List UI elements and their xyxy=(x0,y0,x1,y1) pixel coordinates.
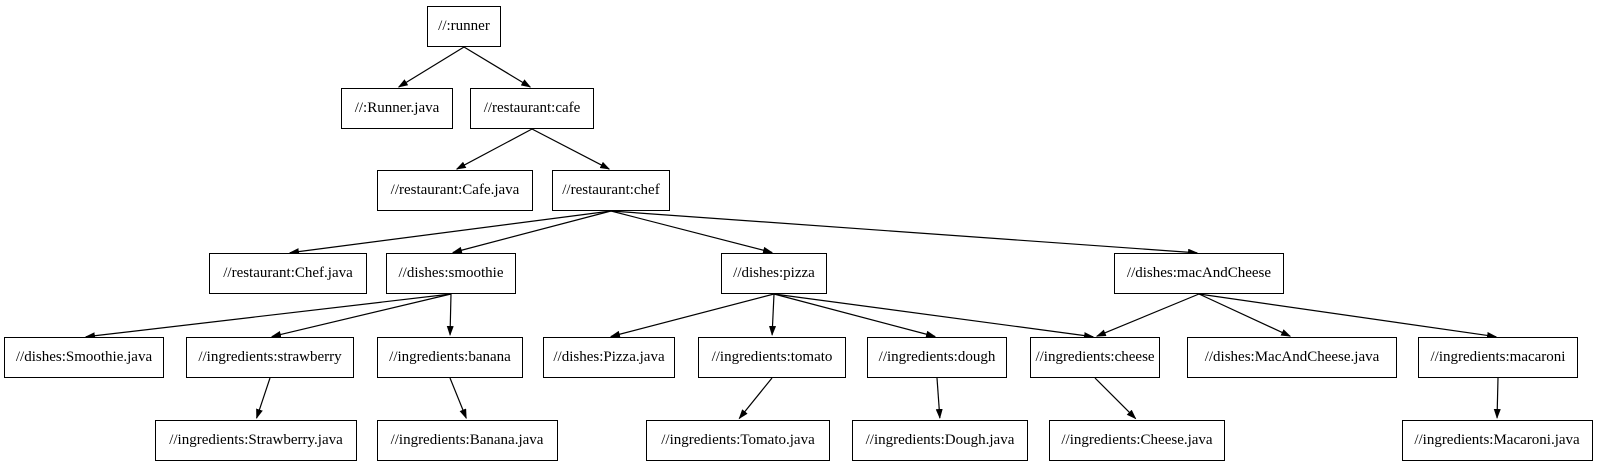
edge-runner-to-cafe xyxy=(463,46,532,88)
graph-node-smoothie-java: //dishes:Smoothie.java xyxy=(4,337,164,378)
graph-node-label: //ingredients:tomato xyxy=(711,349,833,365)
graph-node-label: //ingredients:Banana.java xyxy=(390,432,544,448)
graph-node-label: //ingredients:macaroni xyxy=(1430,349,1566,365)
edge-mac-and-cheese-to-cheese xyxy=(1095,293,1200,337)
graph-node-smoothie: //dishes:smoothie xyxy=(386,253,516,294)
graph-node-label: //dishes:smoothie xyxy=(398,265,504,281)
graph-node-dough-java: //ingredients:Dough.java xyxy=(852,420,1028,461)
graph-node-label: //ingredients:cheese xyxy=(1035,349,1155,365)
graph-node-label: //restaurant:cafe xyxy=(483,100,581,116)
edge-smoothie-to-strawberry xyxy=(270,293,452,338)
edge-chef-to-pizza xyxy=(610,210,774,254)
edge-tomato-to-tomato-java xyxy=(738,377,773,420)
graph-node-runner-java: //:Runner.java xyxy=(341,88,453,129)
edge-chef-to-smoothie xyxy=(451,210,612,254)
graph-node-label: //ingredients:Cheese.java xyxy=(1061,432,1213,448)
edge-cafe-to-chef xyxy=(531,128,611,170)
edge-cheese-to-cheese-java xyxy=(1094,377,1137,420)
graph-node-label: //ingredients:Tomato.java xyxy=(661,432,815,448)
graph-node-pizza: //dishes:pizza xyxy=(721,253,827,294)
graph-node-cafe: //restaurant:cafe xyxy=(470,88,594,129)
graph-node-label: //restaurant:Chef.java xyxy=(223,265,353,281)
graph-node-label: //dishes:pizza xyxy=(733,265,815,281)
graph-node-label: //ingredients:Strawberry.java xyxy=(169,432,343,448)
edge-runner-to-runner-java xyxy=(397,46,465,88)
graph-node-label: //ingredients:Macaroni.java xyxy=(1414,432,1580,448)
edge-smoothie-to-smoothie-java xyxy=(84,293,452,340)
edge-strawberry-to-strawberry-java xyxy=(256,377,271,420)
graph-node-chef: //restaurant:chef xyxy=(552,170,670,211)
edge-smoothie-to-banana xyxy=(446,293,454,337)
graph-node-label: //ingredients:Dough.java xyxy=(865,432,1015,448)
graph-node-macaroni-java: //ingredients:Macaroni.java xyxy=(1401,420,1593,461)
graph-node-chef-java: //restaurant:Chef.java xyxy=(209,253,367,294)
graph-node-dough: //ingredients:dough xyxy=(867,337,1007,378)
graph-node-label: //ingredients:dough xyxy=(878,349,996,365)
graph-node-strawberry-java: //ingredients:Strawberry.java xyxy=(155,420,357,461)
graph-node-label: //restaurant:Cafe.java xyxy=(390,182,520,198)
edge-chef-to-chef-java xyxy=(288,210,612,256)
graph-node-label: //dishes:macAndCheese xyxy=(1126,265,1272,281)
graph-node-label: //dishes:MacAndCheese.java xyxy=(1204,349,1380,365)
graph-node-macaroni: //ingredients:macaroni xyxy=(1418,337,1578,378)
graph-node-tomato: //ingredients:tomato xyxy=(698,337,846,378)
graph-node-cheese: //ingredients:cheese xyxy=(1030,337,1160,378)
graph-node-label: //:Runner.java xyxy=(354,100,440,116)
graph-node-label: //:runner xyxy=(438,18,490,34)
edge-pizza-to-tomato xyxy=(769,293,777,337)
edge-banana-to-banana-java xyxy=(449,377,467,420)
graph-node-label: //ingredients:strawberry xyxy=(198,349,342,365)
graph-node-mac-and-cheese-java: //dishes:MacAndCheese.java xyxy=(1187,337,1397,378)
edge-group xyxy=(84,46,1501,420)
graph-node-banana-java: //ingredients:Banana.java xyxy=(376,420,558,461)
graph-node-banana: //ingredients:banana xyxy=(377,337,523,378)
graph-node-tomato-java: //ingredients:Tomato.java xyxy=(646,420,830,461)
edge-pizza-to-dough xyxy=(773,293,937,338)
edge-mac-and-cheese-to-mac-and-cheese-java xyxy=(1198,293,1292,337)
graph-node-label: //ingredients:banana xyxy=(389,349,511,365)
graph-node-mac-and-cheese: //dishes:macAndCheese xyxy=(1114,253,1284,294)
edge-cafe-to-cafe-java xyxy=(455,128,533,170)
graph-node-label: //restaurant:chef xyxy=(562,182,660,198)
graph-node-runner: //:runner xyxy=(427,6,501,47)
edge-dough-to-dough-java xyxy=(935,377,943,420)
edge-chef-to-mac-and-cheese xyxy=(610,210,1199,256)
edge-mac-and-cheese-to-macaroni xyxy=(1198,293,1498,339)
graph-node-pizza-java: //dishes:Pizza.java xyxy=(543,337,675,378)
graph-node-label: //dishes:Smoothie.java xyxy=(15,349,153,365)
graph-node-strawberry: //ingredients:strawberry xyxy=(186,337,354,378)
graph-node-cheese-java: //ingredients:Cheese.java xyxy=(1049,420,1225,461)
edge-macaroni-to-macaroni-java xyxy=(1493,377,1501,420)
edge-pizza-to-pizza-java xyxy=(609,293,775,338)
graph-node-label: //dishes:Pizza.java xyxy=(553,349,665,365)
edge-pizza-to-cheese xyxy=(773,293,1095,340)
graph-node-cafe-java: //restaurant:Cafe.java xyxy=(377,170,533,211)
